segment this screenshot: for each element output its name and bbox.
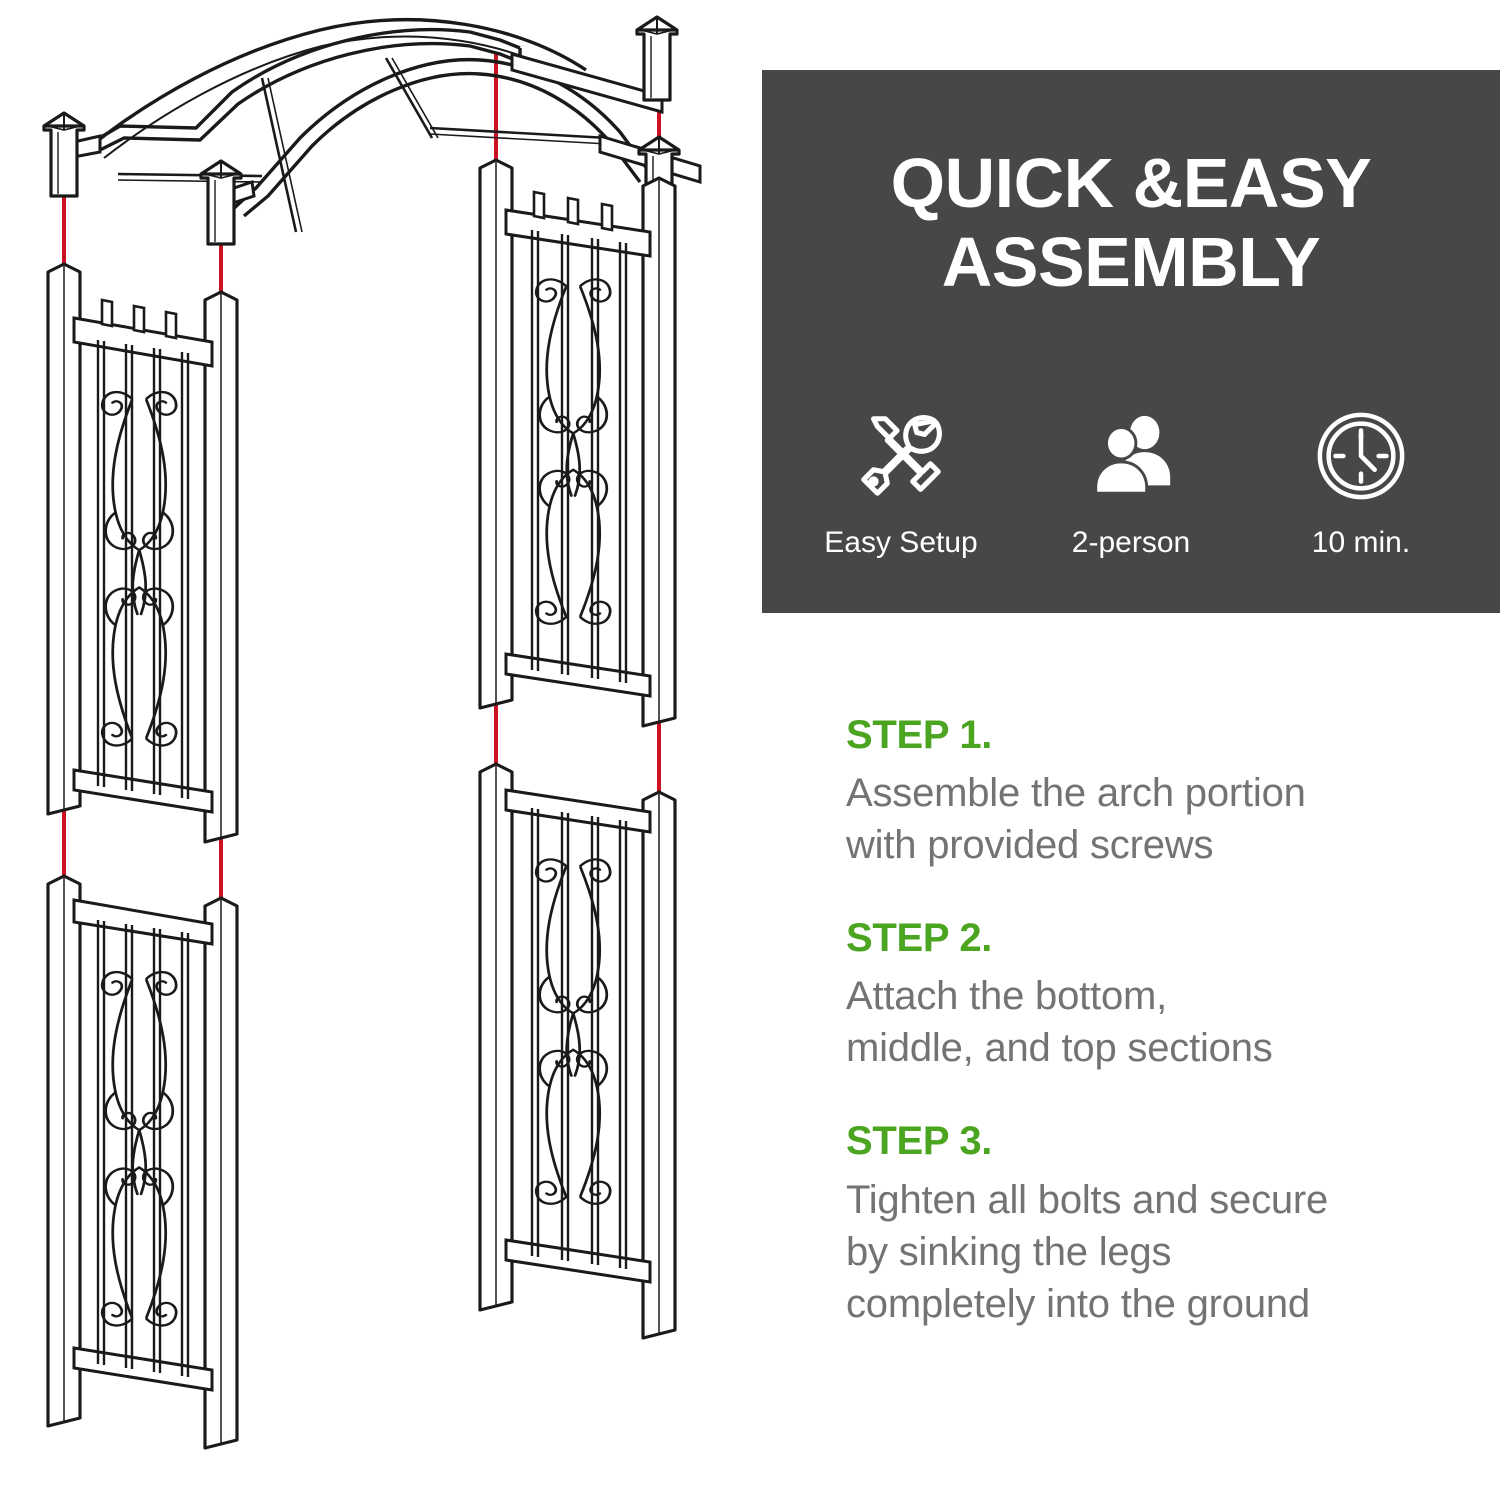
tools-icon	[786, 400, 1016, 512]
feature-label: Easy Setup	[824, 526, 978, 559]
page-title: QUICK &EASY ASSEMBLY	[762, 144, 1500, 302]
step-item: STEP 2. Attach the bottom, middle, and t…	[846, 915, 1486, 1074]
feature-easy-setup: Easy Setup	[786, 400, 1016, 559]
feature-row: Easy Setup 2-p	[786, 400, 1476, 559]
step-heading: STEP 2.	[846, 916, 993, 961]
feature-two-person: 2-person	[1016, 400, 1246, 559]
finial-top-midleft	[199, 159, 243, 246]
step-body-line: by sinking the legs	[846, 1229, 1172, 1274]
step-item: STEP 3. Tighten all bolts and secure by …	[846, 1118, 1486, 1329]
step-body-line: Tighten all bolts and secure	[846, 1177, 1329, 1222]
step-item: STEP 1. Assemble the arch portion with p…	[846, 712, 1486, 871]
step-body-line: completely into the ground	[846, 1281, 1310, 1326]
people-icon	[1016, 400, 1246, 512]
step-body: Assemble the arch portion with provided …	[846, 767, 1486, 871]
finial-top-left	[42, 111, 86, 198]
page-title-line-2: ASSEMBLY	[941, 223, 1321, 302]
info-column: QUICK &EASY ASSEMBLY	[762, 0, 1500, 1500]
step-body: Attach the bottom, middle, and top secti…	[846, 970, 1486, 1074]
right-lower-panel	[478, 762, 677, 1340]
left-upper-panel	[46, 262, 239, 844]
feature-label: 10 min.	[1311, 526, 1411, 559]
step-body-line: Assemble the arch portion	[846, 771, 1306, 816]
assembly-steps-list: STEP 1. Assemble the arch portion with p…	[846, 712, 1486, 1330]
finial-top-midright	[635, 15, 679, 102]
page-title-line-1: QUICK &EASY	[890, 144, 1372, 222]
feature-label: 2-person	[1071, 526, 1191, 559]
right-upper-panel	[478, 158, 677, 728]
arbor-assembly-illustration	[42, 15, 702, 1450]
feature-ten-minutes: 10 min.	[1246, 400, 1476, 559]
step-heading: STEP 1.	[846, 713, 993, 757]
step-body-line: Attach the bottom,	[846, 974, 1168, 1019]
hero-panel: QUICK &EASY ASSEMBLY	[762, 70, 1500, 613]
clock-icon	[1246, 400, 1476, 512]
step-body-line: middle, and top sections	[846, 1026, 1273, 1071]
arch-top-assembly	[42, 15, 702, 246]
step-body: Tighten all bolts and secure by sinking …	[846, 1174, 1486, 1330]
step-body-line: with provided screws	[846, 823, 1214, 868]
step-heading: STEP 3.	[846, 1119, 993, 1164]
left-lower-panel	[46, 874, 239, 1450]
